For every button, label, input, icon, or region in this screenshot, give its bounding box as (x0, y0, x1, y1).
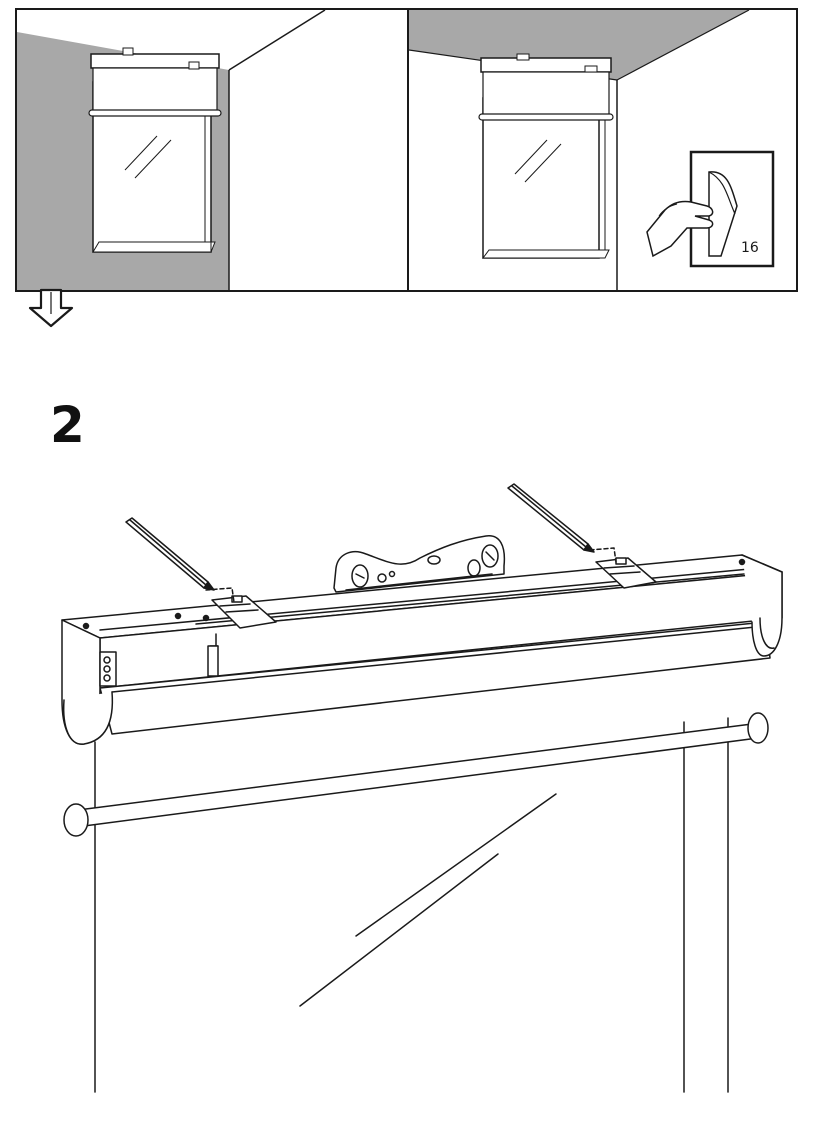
ceiling-mount-illustration: 16 (409, 10, 796, 290)
bottom-bar (64, 713, 768, 836)
step-number: 2 (50, 400, 85, 450)
pencil-icon (126, 518, 214, 590)
roller-blind-small (89, 48, 221, 116)
roller-blind-small (479, 54, 613, 120)
down-arrow-icon (27, 288, 75, 328)
page-reference-number: 16 (741, 240, 759, 256)
ceiling-mount-panel: 16 (409, 10, 796, 290)
wall-mount-panel (17, 10, 409, 290)
mounting-options-row: 16 (15, 8, 798, 292)
pencil-icon (508, 484, 594, 552)
roller-blind-marking-illustration (0, 470, 827, 1140)
wall-mount-illustration (17, 10, 407, 290)
